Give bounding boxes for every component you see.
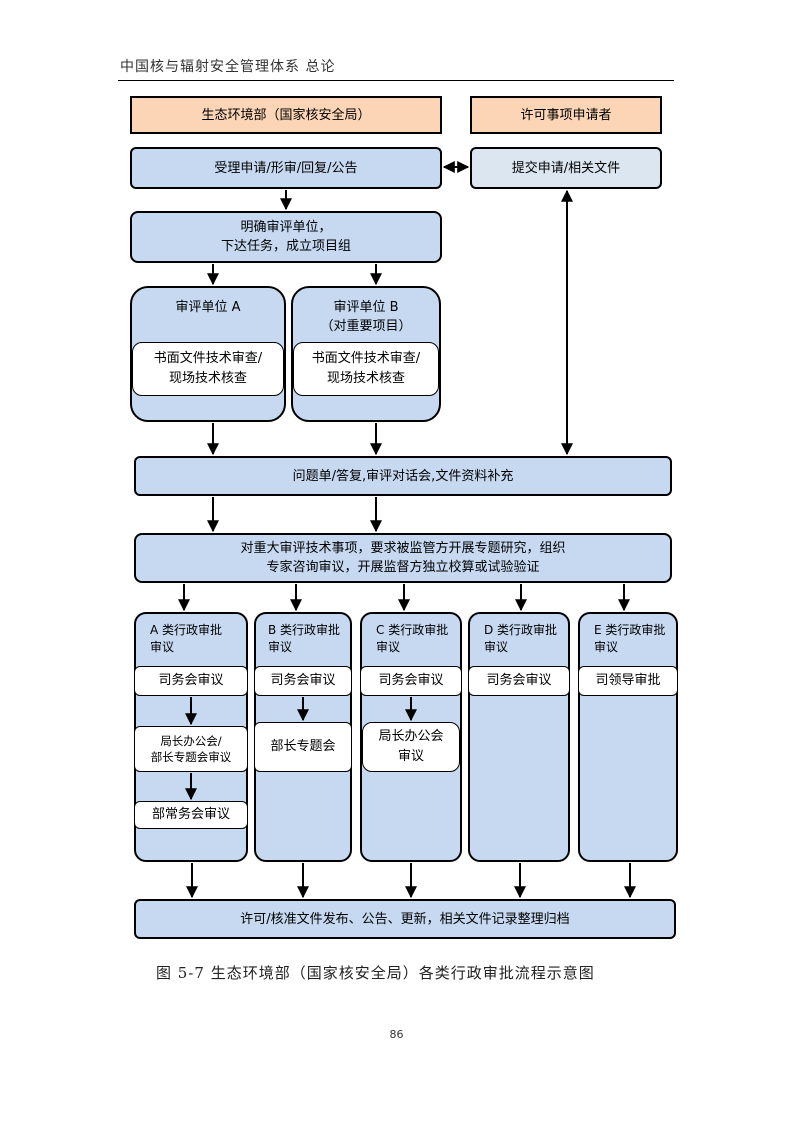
review-unit-b-title: 审评单位 B （对重要项目） <box>320 300 412 334</box>
page-number: 86 <box>389 1028 404 1041</box>
submit-box: 提交申请/相关文件 <box>470 147 662 189</box>
authority-box: 生态环境部（国家核安全局） <box>130 96 442 134</box>
review-unit-a-title: 审评单位 A <box>175 300 241 315</box>
category-a-title: A 类行政审批 审议 <box>150 623 223 654</box>
category-b-step-1: 司务会审议 <box>254 666 352 696</box>
category-c-step-1: 司务会审议 <box>360 666 462 696</box>
assign-box: 明确审评单位， 下达任务，成立项目组 <box>130 211 442 263</box>
applicant-box: 许可事项申请者 <box>470 96 662 134</box>
category-a-step-3: 部常务会审议 <box>134 801 248 829</box>
category-e-step-1: 司领导审批 <box>578 666 678 696</box>
category-b-step-2: 部长专题会 <box>254 722 352 772</box>
category-d-title: D 类行政审批 审议 <box>484 623 558 654</box>
issues-box: 问题单/答复,审评对话会,文件资料补充 <box>134 456 672 496</box>
final-box: 许可/核准文件发布、公告、更新，相关文件记录整理归档 <box>134 899 676 939</box>
category-c-title: C 类行政审批 审议 <box>376 623 449 654</box>
page-header: 中国核与辐射安全管理体系 总论 <box>120 59 336 75</box>
category-e-title: E 类行政审批 审议 <box>594 623 666 654</box>
category-d-step-1: 司务会审议 <box>468 666 570 696</box>
category-a-step-1: 司务会审议 <box>134 666 248 696</box>
category-d: D 类行政审批 审议 <box>468 612 570 862</box>
header-rule <box>118 80 674 81</box>
category-b-title: B 类行政审批 审议 <box>268 623 341 654</box>
figure-caption: 图 5-7 生态环境部（国家核安全局）各类行政审批流程示意图 <box>156 964 595 982</box>
category-c-step-2: 局长办公会 审议 <box>362 722 460 772</box>
acceptance-box: 受理申请/形审/回复/公告 <box>130 147 442 189</box>
category-a-step-2: 局长办公会/ 部长专题会审议 <box>134 726 248 772</box>
review-unit-a-task: 书面文件技术审查/ 现场技术核查 <box>132 342 284 396</box>
major-items-box: 对重大审评技术事项，要求被监管方开展专题研究，组织 专家咨询审议，开展监督方独立… <box>134 533 672 583</box>
review-unit-b-task: 书面文件技术审查/ 现场技术核查 <box>293 342 439 396</box>
category-e: E 类行政审批 审议 <box>578 612 678 862</box>
